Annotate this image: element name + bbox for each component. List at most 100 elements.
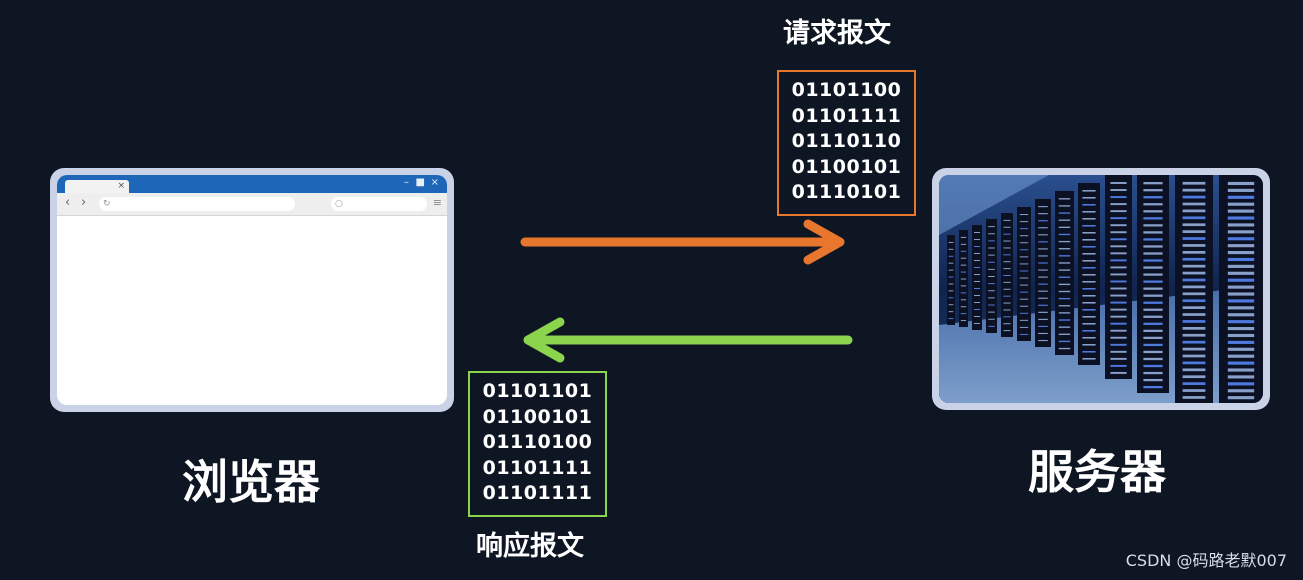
- rack-light: [960, 271, 967, 273]
- rack-light: [960, 257, 967, 259]
- rack-light: [1003, 247, 1011, 249]
- request-bits-line: 01110110: [791, 130, 902, 152]
- search-box: ○: [331, 197, 427, 211]
- rack-light: [1110, 245, 1127, 248]
- server-rack: [1175, 175, 1213, 403]
- server-rack: [1035, 199, 1051, 347]
- rack-light: [988, 247, 995, 249]
- rack-light: [1110, 329, 1127, 332]
- rack-light: [1143, 259, 1163, 262]
- rack-light: [1110, 217, 1127, 220]
- rack-light: [1019, 333, 1029, 335]
- rack-light: [1182, 340, 1206, 344]
- rack-light: [948, 248, 954, 250]
- rack-light: [1019, 319, 1029, 321]
- rack-light: [960, 278, 967, 280]
- request-arrow: [520, 219, 845, 265]
- rack-light: [1182, 237, 1206, 240]
- rack-light: [960, 250, 967, 252]
- rack-light: [1019, 214, 1029, 216]
- rack-light: [1082, 337, 1096, 339]
- rack-light: [1143, 203, 1163, 206]
- rack-light: [1003, 226, 1011, 228]
- rack-light: [1019, 263, 1029, 265]
- rack-light: [1182, 396, 1206, 399]
- rack-light: [1058, 326, 1071, 328]
- rack-light: [1182, 195, 1206, 199]
- rack-light: [1227, 347, 1255, 351]
- rack-light: [1003, 254, 1011, 256]
- rack-light: [1182, 389, 1206, 392]
- rack-light: [960, 299, 967, 301]
- rack-light: [1182, 375, 1206, 379]
- rack-light: [988, 325, 995, 327]
- rack-light: [1003, 275, 1011, 276]
- rack-light: [1003, 316, 1011, 318]
- rack-light: [1019, 305, 1029, 307]
- forward-icon: ›: [81, 195, 87, 210]
- rack-light: [1082, 253, 1096, 255]
- server-rack: [972, 225, 982, 330]
- rack-light: [988, 276, 995, 277]
- response-bits-line: 01100101: [482, 405, 593, 428]
- rack-light: [1227, 181, 1255, 186]
- rack-light: [1227, 264, 1255, 268]
- rack-light: [974, 267, 980, 268]
- rack-light: [1227, 195, 1255, 199]
- rack-light: [1003, 330, 1011, 332]
- rack-light: [988, 233, 995, 235]
- rack-light: [960, 292, 967, 294]
- response-arrow: [523, 317, 853, 363]
- minimize-icon: –: [404, 177, 409, 188]
- rack-light: [1110, 182, 1127, 184]
- rack-light: [1110, 371, 1127, 374]
- rack-light: [1019, 256, 1029, 258]
- server-rack: [1219, 175, 1263, 403]
- rack-light: [948, 276, 954, 278]
- rack-light: [948, 241, 954, 243]
- rack-light: [1019, 270, 1029, 272]
- rack-light: [1003, 302, 1011, 304]
- rack-light: [1038, 234, 1048, 236]
- response-bits-line: 01101111: [482, 456, 593, 479]
- rack-light: [1227, 237, 1255, 241]
- rack-light: [1038, 206, 1048, 208]
- back-icon: ‹: [65, 195, 71, 210]
- rack-light: [960, 313, 967, 315]
- rack-light: [1182, 230, 1206, 233]
- rack-light: [1182, 292, 1206, 296]
- rack-light: [1143, 287, 1163, 290]
- rack-light: [1038, 276, 1048, 278]
- rack-light: [1182, 244, 1206, 247]
- rack-light: [1182, 202, 1206, 206]
- rack-light: [1082, 232, 1096, 234]
- close-icon: ×: [430, 177, 439, 188]
- rack-light: [1110, 336, 1127, 339]
- rack-light: [1182, 188, 1206, 192]
- rack-light: [1143, 210, 1163, 213]
- rack-light: [948, 318, 954, 320]
- rack-light: [1110, 231, 1127, 234]
- rack-light: [1003, 309, 1011, 311]
- response-label: 响应报文: [476, 531, 584, 562]
- rack-light: [1227, 313, 1255, 317]
- rack-light: [1110, 322, 1127, 325]
- rack-light: [1143, 217, 1163, 220]
- request-bits-line: 01101100: [791, 79, 902, 101]
- rack-light: [1110, 294, 1127, 297]
- browser-titlebar: × – ■ ×: [57, 175, 447, 194]
- rack-light: [960, 320, 967, 322]
- rack-light: [1143, 336, 1163, 340]
- rack-light: [1182, 271, 1206, 275]
- rack-light: [1003, 295, 1011, 297]
- rack-light: [1182, 333, 1206, 337]
- rack-light: [1003, 268, 1011, 270]
- server-rack: [947, 235, 955, 325]
- rack-light: [1227, 361, 1255, 365]
- rack-light: [1227, 257, 1255, 262]
- rack-light: [948, 269, 954, 271]
- rack-light: [1143, 357, 1163, 361]
- rack-light: [1110, 308, 1127, 311]
- rack-light: [1227, 230, 1255, 234]
